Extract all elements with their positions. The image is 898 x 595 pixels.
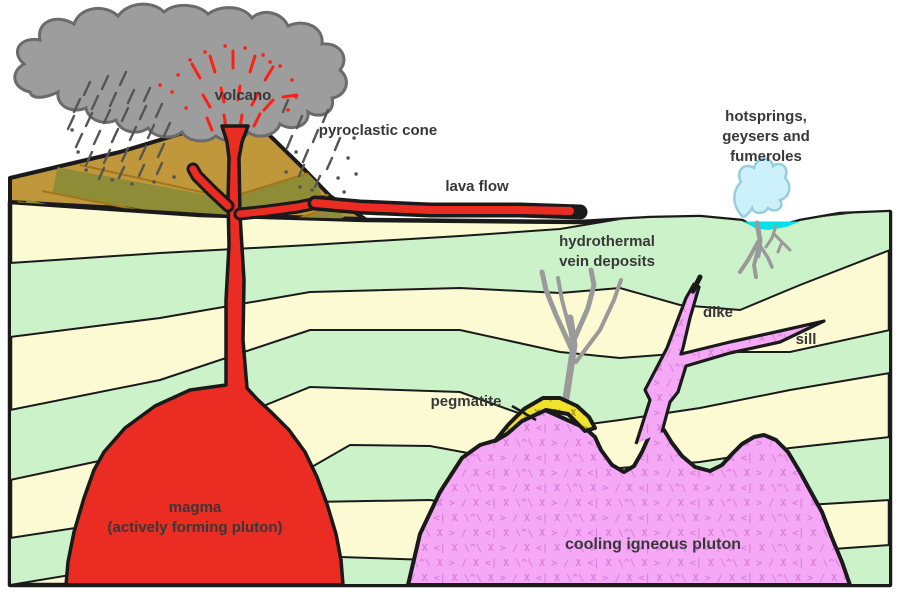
dike-and-sill xyxy=(634,282,826,445)
eruption-spark-dots xyxy=(158,44,298,112)
dike-tip xyxy=(690,274,703,294)
ash-cloud xyxy=(13,2,348,143)
pegmatite-cap xyxy=(493,396,597,443)
eruption-sparks xyxy=(190,49,299,132)
rain-dashes xyxy=(66,70,342,189)
pegmatite-leader-line xyxy=(511,404,537,422)
steam-cloud xyxy=(733,157,791,218)
hydrothermal-veins xyxy=(539,267,623,402)
magma-body-and-conduit xyxy=(64,124,345,587)
lava-flow-core xyxy=(311,199,574,215)
hotspring-roots xyxy=(738,220,792,279)
